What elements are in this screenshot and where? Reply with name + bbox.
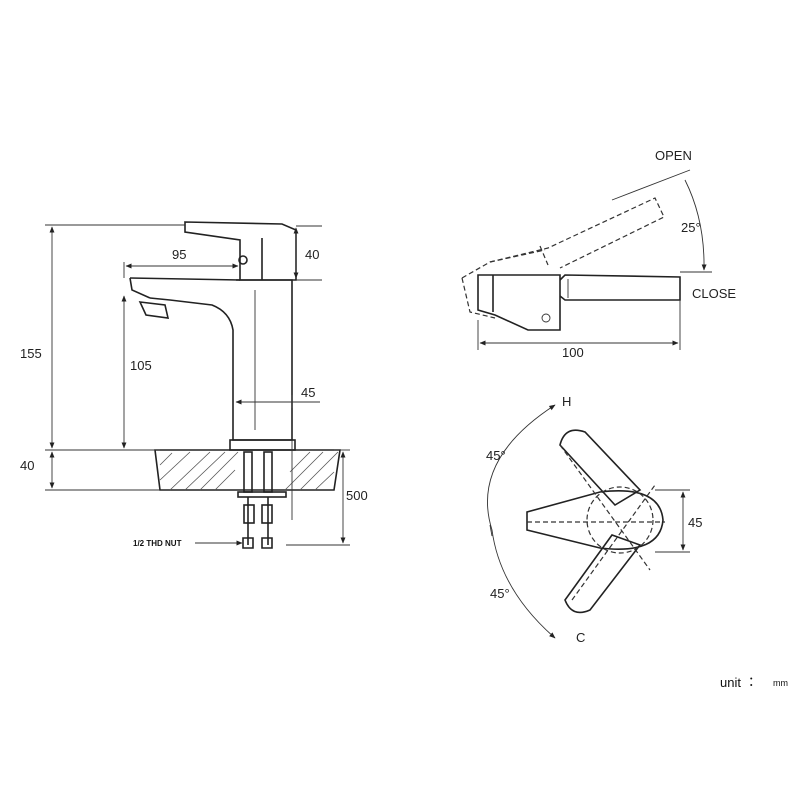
dim-hose-length: 500 bbox=[346, 488, 368, 503]
label-cold: C bbox=[576, 630, 585, 645]
label-close: CLOSE bbox=[692, 286, 736, 301]
faucet-body bbox=[129, 221, 297, 549]
counter-slab bbox=[154, 449, 341, 491]
side-dimensions bbox=[45, 224, 350, 546]
dim-lever-length: 100 bbox=[562, 345, 584, 360]
dim-lever-angle: 25° bbox=[681, 220, 701, 235]
dim-base-width: 45 bbox=[301, 385, 315, 400]
dim-counter-thickness: 40 bbox=[20, 458, 34, 473]
lever-view: OPEN CLOSE 25° 100 bbox=[461, 148, 736, 360]
dim-top-width: 45 bbox=[688, 515, 702, 530]
label-hot: H bbox=[562, 394, 571, 409]
label-nut: 1/2 THD NUT bbox=[133, 539, 182, 548]
label-open: OPEN bbox=[655, 148, 692, 163]
side-view: 155 40 95 105 40 45 500 1/2 THD NUT bbox=[20, 221, 368, 549]
unit-separator: ： bbox=[748, 674, 761, 689]
unit-value: mm bbox=[773, 678, 788, 688]
dim-total-height: 155 bbox=[20, 346, 42, 361]
dim-spout-reach: 95 bbox=[172, 247, 186, 262]
dim-handle-height: 40 bbox=[305, 247, 319, 262]
dim-angle-hot: 45° bbox=[486, 448, 506, 463]
dim-spout-height: 105 bbox=[130, 358, 152, 373]
top-view: H C 45° 45° 45 bbox=[486, 394, 702, 645]
unit-label: unit bbox=[720, 675, 741, 690]
dim-angle-cold: 45° bbox=[490, 586, 510, 601]
unit-note: unit ： mm bbox=[720, 674, 788, 690]
